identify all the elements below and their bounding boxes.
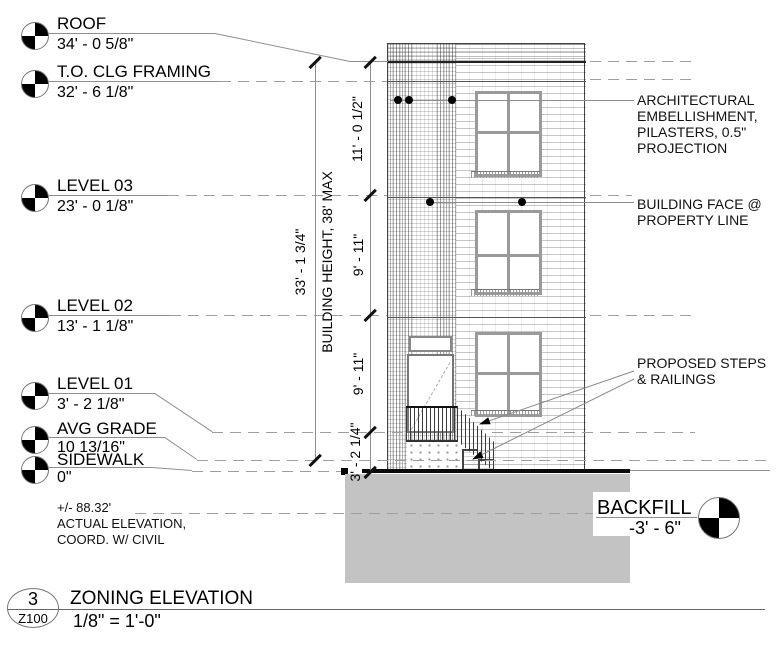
datum-icon: [21, 70, 49, 98]
door-transom: [409, 336, 452, 352]
avg-grade-line: [197, 460, 770, 461]
level-underline: [48, 393, 155, 394]
sidewalk-line-right: [630, 470, 770, 471]
annotation-embellishment: ARCHITECTURAL EMBELLISHMENT, PILASTERS, …: [637, 92, 758, 156]
sidewalk-marker-icon: [341, 468, 348, 475]
window-level02: [475, 210, 542, 295]
backfill-datum-icon: [698, 497, 740, 539]
backfill-label-line: [596, 517, 697, 518]
level-name: AVG GRADE: [57, 419, 157, 438]
level03-line: [168, 195, 387, 196]
level-name: LEVEL 01: [57, 374, 133, 393]
datum-icon: [21, 426, 49, 454]
backfill-fill: [345, 474, 630, 583]
dim-segment-l02-l01: 9' - 11": [350, 352, 366, 396]
window-mullion-icon: [507, 213, 510, 292]
dim-line-floors: [370, 62, 371, 473]
roof-leader: [214, 33, 351, 62]
datum-icon: [21, 456, 49, 484]
level-underline: [48, 33, 215, 34]
level-elevation: 32' - 6 1/8": [57, 84, 134, 101]
level-elevation: 13' - 1 1/8": [57, 318, 134, 335]
avg-grade-leader: [164, 437, 198, 460]
level-underline: [48, 437, 165, 438]
dim-segment-roof-l03: 11' - 0 1/2": [349, 96, 365, 162]
building-face-leader: [428, 202, 634, 203]
roof-level-line-right: [590, 61, 692, 62]
level01-line-right: [492, 432, 695, 433]
datum-icon: [21, 304, 49, 332]
window-sill: [471, 171, 540, 178]
sheet-number: Z100: [18, 611, 48, 626]
level-underline: [48, 315, 170, 316]
window-mullion-icon: [478, 131, 539, 134]
level02-line-right: [590, 315, 695, 316]
datum-icon: [21, 382, 49, 410]
building-face-dot-icon: [518, 198, 526, 206]
embellishment-dot-icon: [405, 96, 413, 104]
window-mullion-icon: [507, 94, 510, 174]
title-line: [7, 609, 765, 610]
datum-icon: [21, 184, 49, 212]
level02-line-in-building: [388, 317, 586, 318]
level-elevation: 3' - 2 1/8": [57, 396, 125, 413]
window-mullion-icon: [478, 254, 539, 257]
level-name: T.O. CLG FRAMING: [57, 62, 211, 81]
embellishment-leader: [390, 100, 634, 101]
dim-segment-l03-l02: 9' - 11": [350, 233, 366, 277]
level-underline: [48, 467, 152, 468]
building-face-dot-icon: [426, 198, 434, 206]
level-name: LEVEL 02: [57, 296, 133, 315]
stoop: [407, 442, 462, 470]
sidewalk-line-thick: [362, 469, 630, 473]
level01-line: [212, 432, 408, 433]
parapet-band: [388, 44, 586, 63]
level-underline: [48, 195, 168, 196]
railing-platform: [406, 406, 458, 442]
annotation-steps-railings: PROPOSED STEPS & RAILINGS: [637, 355, 767, 387]
level03-line-right: [590, 195, 632, 196]
detail-callout-icon: [7, 588, 59, 628]
dim-building-height-label: BUILDING HEIGHT, 38' MAX: [319, 171, 335, 353]
window-mullion-icon: [478, 372, 539, 375]
level-name: LEVEL 03: [57, 176, 133, 195]
backfill-label-box: [593, 492, 697, 536]
datum-icon: [21, 22, 49, 50]
detail-number: 3: [27, 589, 38, 609]
level01-leader: [154, 393, 213, 433]
site-elevation-note: +/- 88.32' ACTUAL ELEVATION, COORD. W/ C…: [57, 500, 187, 547]
level-elevation: 23' - 0 1/8": [57, 198, 134, 215]
clg-level-line-right: [590, 79, 692, 80]
sidewalk-leader: [151, 467, 192, 471]
level-elevation: 0": [57, 469, 72, 486]
steps-leader-arrows: [472, 370, 635, 460]
dim-segment-l01-sidewalk: 3' - 2 1/4": [347, 422, 363, 482]
backfill-level-line: [135, 513, 593, 514]
view-title: ZONING ELEVATION: [70, 588, 253, 609]
level-underline: [48, 81, 220, 82]
window-sill: [471, 289, 540, 296]
level-name: ROOF: [57, 14, 107, 33]
embellishment-dot-icon: [448, 96, 456, 104]
sidewalk-line-left: [192, 471, 342, 472]
annotation-building-face: BUILDING FACE @ PROPERTY LINE: [637, 196, 762, 228]
backfill-elevation: -3' - 6": [629, 518, 681, 538]
level03-line-in-building: [388, 197, 586, 198]
level02-line: [170, 315, 387, 316]
backfill-label: BACKFILL: [597, 497, 692, 519]
level-elevation: 10 13/16": [57, 439, 125, 456]
dim-line-building-height: [315, 62, 316, 461]
dim-building-height-value: 33' - 1 3/4": [292, 228, 308, 296]
embellishment-dot-icon: [394, 96, 402, 104]
clg-level-line: [220, 81, 387, 82]
level-elevation: 34' - 0 5/8": [57, 36, 134, 53]
view-scale: 1/8" = 1'-0": [73, 611, 161, 631]
window-level03: [475, 91, 542, 177]
clg-framing-line-in-building: [388, 81, 586, 82]
level-name: SIDEWALK: [57, 450, 145, 469]
window-sill: [471, 410, 540, 416]
